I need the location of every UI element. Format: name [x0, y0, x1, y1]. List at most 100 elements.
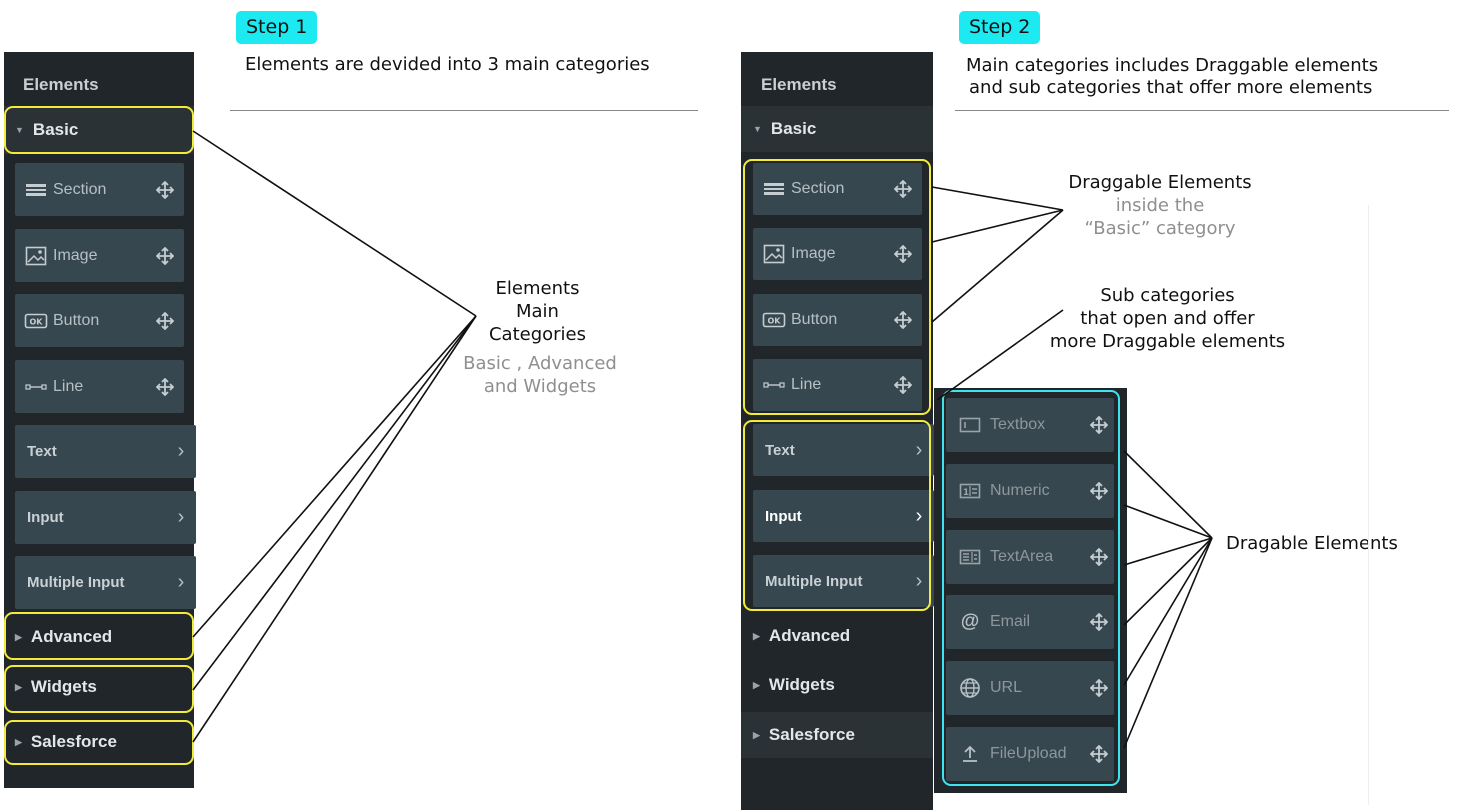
- input-element-numeric[interactable]: 1 Numeric: [946, 464, 1114, 518]
- category-advanced[interactable]: ▶ Advanced: [753, 612, 850, 660]
- email-icon: @: [960, 611, 980, 632]
- subcategory-input[interactable]: Input ›: [753, 490, 934, 542]
- category-basic-label: Basic: [32, 120, 79, 139]
- move-icon[interactable]: [888, 180, 918, 198]
- move-icon[interactable]: [1084, 745, 1114, 763]
- highlight-input-elements: [942, 390, 1120, 786]
- panel-title: Elements: [761, 75, 837, 94]
- input-element-fileupload[interactable]: FileUpload: [946, 727, 1114, 781]
- subcategory-label: Text: [765, 441, 795, 459]
- numeric-icon: 1: [950, 483, 990, 499]
- move-icon[interactable]: [150, 377, 180, 396]
- anno-subcategories: Sub categories that open and offer more …: [1030, 284, 1305, 353]
- category-salesforce-label: Salesforce: [30, 732, 117, 751]
- category-widgets-label: Widgets: [30, 677, 97, 696]
- globe-icon: [950, 677, 990, 699]
- button-icon: OK: [19, 313, 53, 329]
- element-label: Section: [53, 180, 107, 198]
- caret-right-icon: ▶: [15, 736, 22, 747]
- input-element-textbox[interactable]: Textbox: [946, 398, 1114, 452]
- element-section[interactable]: Section: [15, 163, 184, 216]
- subcategory-label: Multiple Input: [765, 572, 863, 590]
- category-widgets[interactable]: ▶ Widgets: [15, 663, 97, 711]
- line-icon: [19, 382, 53, 392]
- input-element-url[interactable]: URL: [946, 661, 1114, 715]
- caret-right-icon: ▶: [15, 631, 22, 642]
- category-advanced-label: Advanced: [768, 626, 851, 645]
- subcategory-input[interactable]: Input ›: [15, 491, 196, 544]
- subcategory-multiple-input[interactable]: Multiple Input ›: [753, 555, 934, 607]
- caret-right-icon: ▶: [15, 681, 22, 692]
- category-widgets-label: Widgets: [768, 675, 835, 694]
- element-label: Image: [53, 246, 98, 264]
- move-icon[interactable]: [1084, 679, 1114, 697]
- move-icon[interactable]: [1084, 613, 1114, 631]
- category-salesforce[interactable]: ▶ Salesforce: [753, 711, 855, 759]
- textarea-icon: [950, 549, 990, 565]
- element-label: Numeric: [990, 482, 1050, 499]
- subcategory-label: Input: [765, 507, 802, 525]
- chevron-right-icon: ›: [177, 571, 185, 593]
- element-button[interactable]: OK Button: [15, 294, 184, 347]
- chevron-right-icon: ›: [177, 440, 185, 462]
- image-icon: [19, 246, 53, 266]
- category-advanced[interactable]: ▶ Advanced: [15, 613, 112, 661]
- move-icon[interactable]: [150, 311, 180, 330]
- element-line[interactable]: Line: [753, 359, 922, 411]
- annotation-line: Main: [516, 301, 559, 322]
- chevron-right-icon: ›: [915, 569, 923, 592]
- element-button[interactable]: OK Button: [753, 294, 922, 346]
- subcategory-text[interactable]: Text ›: [753, 424, 934, 476]
- element-label: Button: [53, 311, 100, 329]
- chevron-right-icon: ›: [915, 504, 923, 527]
- image-icon: [757, 244, 791, 264]
- section-icon: [19, 182, 53, 198]
- line-icon: [757, 380, 791, 390]
- step2-caption: Main categories includes Draggable eleme…: [966, 55, 1378, 99]
- element-image[interactable]: Image: [15, 229, 184, 282]
- move-icon[interactable]: [1084, 548, 1114, 566]
- upload-icon: [950, 744, 990, 764]
- move-icon[interactable]: [888, 376, 918, 394]
- move-icon[interactable]: [150, 180, 180, 199]
- category-widgets[interactable]: ▶ Widgets: [753, 661, 835, 709]
- svg-text:1: 1: [963, 488, 969, 498]
- category-basic[interactable]: ▼ Basic: [15, 106, 78, 154]
- subcategory-label: Multiple Input: [27, 574, 125, 591]
- caption-line: Main categories includes Draggable eleme…: [966, 55, 1379, 76]
- step2-basic-header-bg: [741, 106, 933, 152]
- category-basic-label: Basic: [770, 119, 817, 138]
- element-label: Textbox: [990, 416, 1046, 433]
- element-image[interactable]: Image: [753, 228, 922, 280]
- step1-annotation-sub: Basic , Advanced and Widgets: [445, 352, 635, 398]
- panel-title: Elements: [23, 75, 99, 94]
- faint-divider: [1368, 205, 1369, 805]
- step2-divider: [955, 110, 1449, 111]
- annotation-line: Elements: [495, 278, 580, 299]
- element-line[interactable]: Line: [15, 360, 184, 413]
- subcategory-multiple-input[interactable]: Multiple Input ›: [15, 556, 196, 609]
- caret-right-icon: ▶: [753, 630, 760, 641]
- highlight-draggable-elements: [743, 159, 931, 415]
- button-icon: OK: [757, 312, 791, 328]
- annotation-line: and Widgets: [483, 376, 597, 397]
- anno-draggable-sub: inside the “Basic” category: [1040, 194, 1280, 240]
- move-icon[interactable]: [150, 246, 180, 265]
- step2-salesforce-bg: [741, 712, 933, 758]
- category-basic[interactable]: ▼ Basic: [753, 106, 816, 152]
- input-element-email[interactable]: @ Email: [946, 595, 1114, 649]
- subcategory-text[interactable]: Text ›: [15, 425, 196, 478]
- move-icon[interactable]: [1084, 416, 1114, 434]
- input-element-textarea[interactable]: TextArea: [946, 530, 1114, 584]
- chevron-right-icon: ›: [177, 506, 185, 528]
- element-section[interactable]: Section: [753, 163, 922, 215]
- category-salesforce[interactable]: ▶ Salesforce: [15, 718, 117, 766]
- move-icon[interactable]: [888, 245, 918, 263]
- step2-badge: Step 2: [959, 11, 1041, 44]
- section-icon: [757, 181, 791, 197]
- element-label: Line: [53, 377, 84, 395]
- annotation-line: Sub categories: [1100, 285, 1235, 306]
- move-icon[interactable]: [1084, 482, 1114, 500]
- move-icon[interactable]: [888, 311, 918, 329]
- subcategory-label: Input: [27, 509, 64, 526]
